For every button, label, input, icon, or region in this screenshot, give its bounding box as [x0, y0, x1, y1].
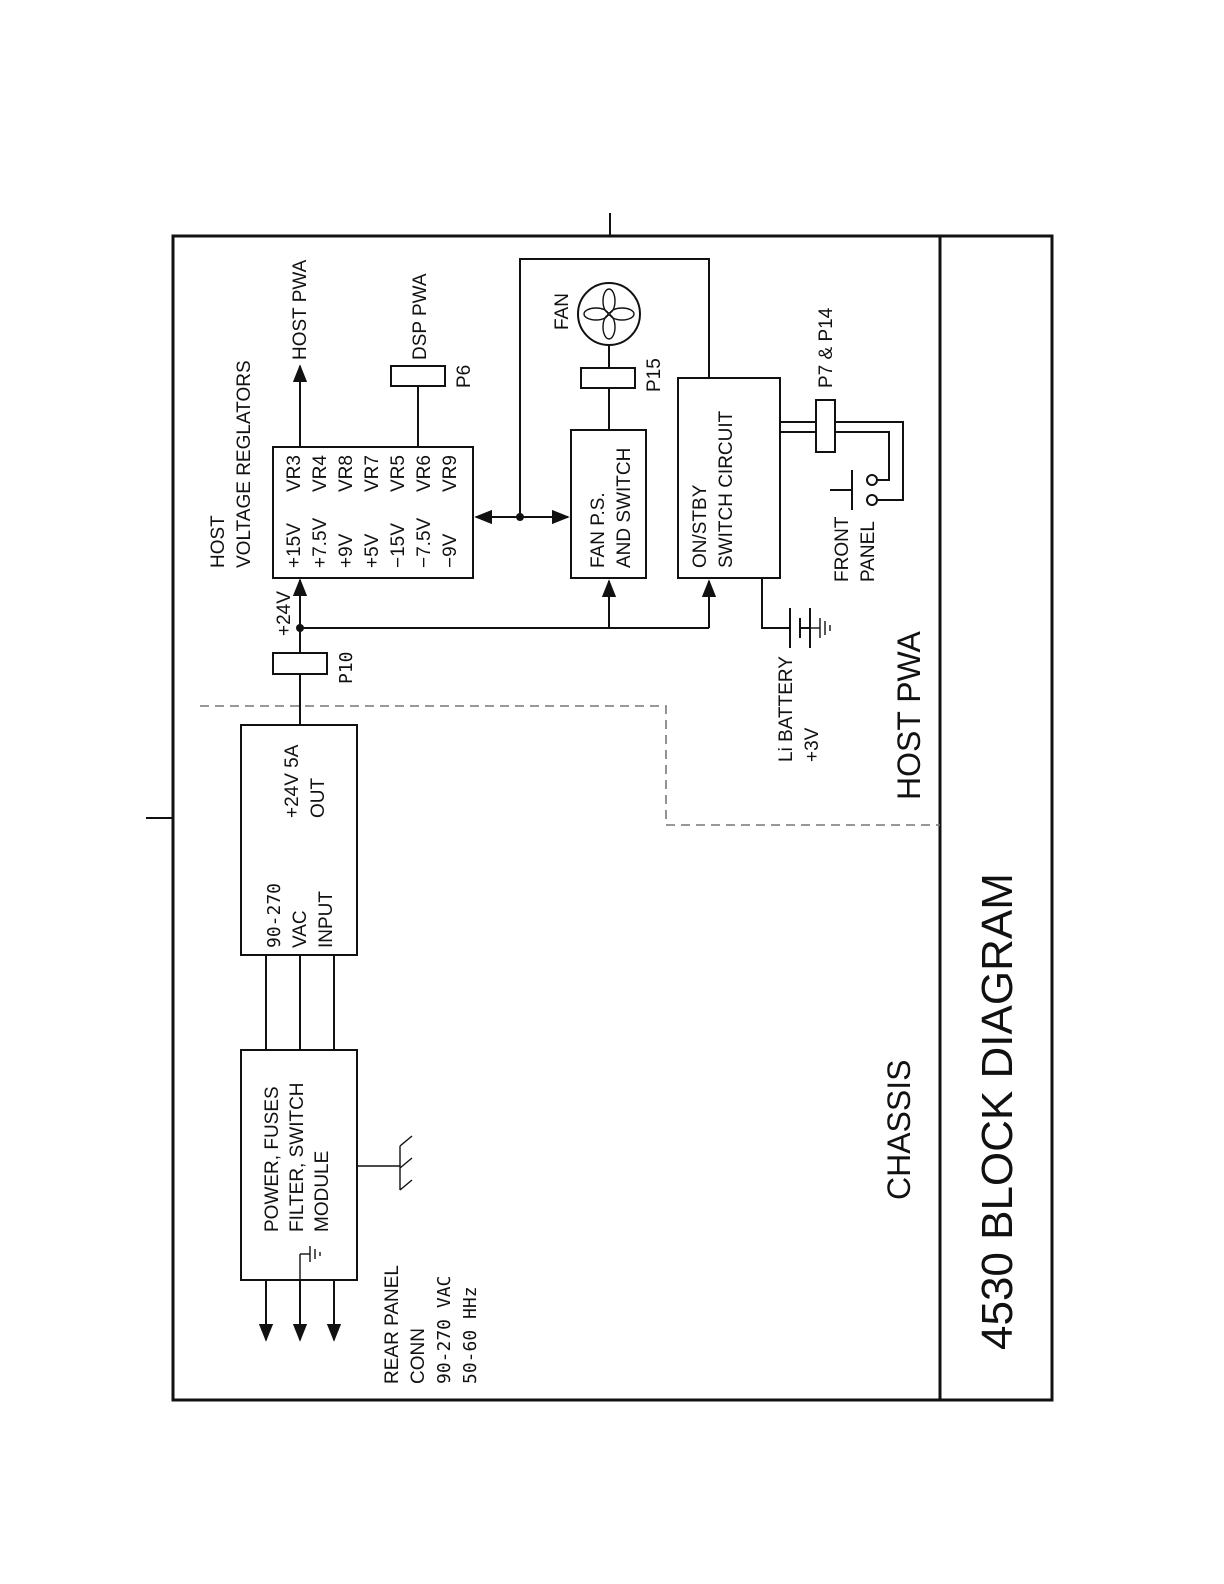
supply-output-label-2: OUT [308, 778, 329, 819]
fan-icon [577, 282, 641, 346]
connector-p10-label: P10 [336, 651, 357, 684]
bus-voltage-label: +24V [274, 591, 295, 636]
power-module-label-3: MODULE [312, 1151, 333, 1232]
chassis-label: CHASSIS [881, 1060, 917, 1200]
chassis-ground-icon [357, 1135, 413, 1191]
regulator-voltage: +9V [336, 533, 357, 568]
regulators-heading-1: HOST [208, 515, 229, 568]
battery-label-2: +3V [802, 727, 823, 762]
dsp-pwa-output-label: DSP PWA [410, 273, 431, 360]
front-panel-wire-1 [835, 421, 904, 501]
regulators-heading-2: VOLTAGE REGLATORS [234, 360, 255, 568]
supply-input-label-2: VAC [290, 910, 311, 948]
regulator-voltage: +15V [284, 523, 305, 568]
connector-p6-label: P6 [454, 365, 475, 388]
regulator-id: VR8 [336, 455, 357, 492]
regulator-voltage: −7.5V [414, 517, 435, 568]
onstby-label-1: ON/STBY [690, 484, 711, 568]
host-pwa-output-label: HOST PWA [290, 259, 311, 360]
connector-p7-p14 [815, 399, 836, 453]
connector-p7-p14-label: P7 & P14 [816, 307, 837, 388]
battery-label-1: Li BATTERY [776, 656, 797, 762]
connector-p15 [580, 367, 636, 389]
power-module-block [240, 1049, 358, 1281]
front-panel-label-1: FRONT [832, 516, 853, 582]
rear-panel-label-2: CONN [408, 1328, 429, 1384]
power-supply-block [240, 724, 358, 956]
fan-ps-label-2: AND SWITCH [614, 448, 635, 568]
connector-p10 [272, 652, 328, 675]
fan-label: FAN [552, 293, 573, 330]
regulator-id: VR5 [388, 455, 409, 492]
regulator-voltage: +5V [362, 533, 383, 568]
connector-p15-label: P15 [644, 358, 665, 392]
battery-wire [761, 578, 790, 629]
regulator-voltage: +7.5V [310, 517, 331, 568]
regulator-voltage: −15V [388, 523, 409, 568]
rear-panel-label-4: 50-60 HHz [460, 1286, 481, 1384]
fan-ps-label-1: FAN P.S. [588, 492, 609, 568]
host-pwa-boundary [200, 705, 940, 826]
regulator-id: VR3 [284, 455, 305, 492]
push-switch-icon [830, 470, 878, 510]
regulator-id: VR9 [440, 455, 461, 492]
regulator-id: VR6 [414, 455, 435, 492]
regulator-id: VR7 [362, 455, 383, 492]
onstby-control-wire [519, 258, 710, 517]
onstby-label-2: SWITCH CIRCUIT [716, 410, 737, 568]
supply-output-label-1: +24V 5A [282, 744, 303, 818]
voltage-regulators-block [272, 446, 474, 579]
front-panel-wire-2 [835, 431, 890, 481]
supply-input-label-3: INPUT [316, 891, 337, 948]
regulator-list: +15V VR3 +7.5V VR4 +9V VR8 +5V VR7 −15V … [284, 455, 461, 568]
front-panel-label-2: PANEL [858, 521, 879, 582]
regulator-id: VR4 [310, 455, 331, 492]
host-pwa-label: HOST PWA [891, 630, 927, 800]
battery-icon [789, 608, 831, 648]
rear-panel-label-1: REAR PANEL [382, 1265, 403, 1384]
power-module-label-1: POWER, FUSES [262, 1086, 283, 1232]
supply-input-label-1: 90-270 [264, 883, 285, 948]
diagram-title: 4530 BLOCK DIAGRAM [973, 873, 1022, 1350]
fan-ps-block [570, 429, 647, 579]
rear-panel-label-3: 90-270 VAC [434, 1276, 455, 1384]
connector-p6 [390, 365, 446, 387]
power-module-label-2: FILTER, SWITCH [287, 1082, 308, 1232]
onstby-switch-block [677, 377, 781, 579]
ground-icon [299, 1246, 321, 1280]
regulator-voltage: −9V [440, 533, 461, 568]
